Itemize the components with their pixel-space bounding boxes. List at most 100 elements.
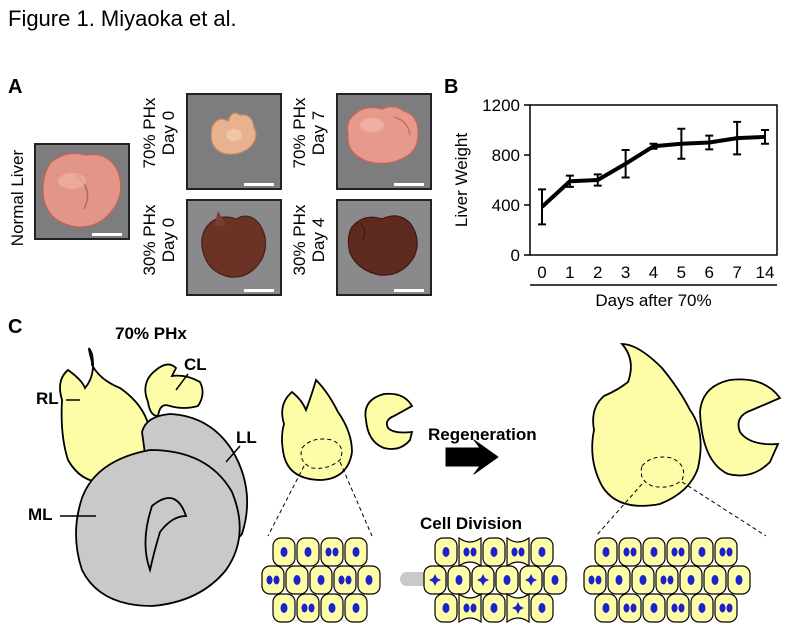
liver-30-day0-image	[201, 211, 267, 278]
liver-70-day0-image	[210, 112, 257, 155]
nucleus	[332, 547, 339, 557]
nucleus	[280, 603, 288, 613]
hepatocyte-cell	[618, 593, 642, 623]
nucleus	[595, 575, 602, 585]
nucleus	[602, 547, 610, 557]
nucleus	[678, 603, 685, 613]
x-tick-label: 2	[593, 263, 602, 282]
nucleus	[463, 603, 470, 613]
scale-bar	[394, 183, 424, 186]
hepatocyte-grid-dividing	[423, 536, 567, 624]
hepatocyte-cell	[543, 565, 567, 595]
hepatocyte-cell	[690, 593, 714, 623]
nucleus	[650, 547, 658, 557]
hepatocyte-cell	[655, 565, 679, 595]
nucleus	[667, 575, 674, 585]
hepatocyte-cell	[320, 537, 344, 567]
nucleus	[678, 547, 685, 557]
hepatocyte-cell	[530, 593, 554, 623]
nucleus	[301, 603, 308, 613]
label-ll: LL	[236, 428, 257, 447]
nucleus	[726, 547, 733, 557]
nucleus	[711, 575, 719, 585]
hepatocyte-cell	[272, 537, 296, 567]
nucleus	[719, 603, 726, 613]
liver-30-day4-image	[347, 215, 418, 276]
whole-liver	[59, 347, 249, 607]
series-line	[540, 134, 766, 209]
nucleus	[470, 603, 477, 613]
hepatocyte-cell	[583, 565, 607, 595]
nucleus	[365, 575, 373, 585]
normal-liver-label: Normal Liver	[8, 149, 27, 247]
scale-bar	[92, 233, 122, 236]
hepatocyte-grid-before	[261, 537, 381, 623]
hepatocyte-cell	[357, 565, 381, 595]
nucleus	[266, 575, 273, 585]
hepatocyte-cell	[423, 565, 447, 595]
hepatocyte-cell	[666, 537, 690, 567]
nucleus	[615, 575, 623, 585]
hepatocyte-cell	[642, 537, 666, 567]
nucleus	[317, 575, 325, 585]
figure-caption: Figure 1. Miyaoka et al.	[8, 6, 237, 31]
nucleus	[630, 547, 637, 557]
hepatocyte-cell	[434, 593, 458, 623]
nucleus	[650, 603, 658, 613]
nucleus	[511, 547, 518, 557]
nucleus	[490, 603, 498, 613]
nucleus	[726, 603, 733, 613]
hepatocyte-grid-after	[583, 537, 751, 623]
remnant-liver	[267, 378, 414, 537]
hepatocyte-cell	[320, 593, 344, 623]
y-tick-label: 1200	[482, 96, 520, 115]
hepatocyte-cell	[594, 593, 618, 623]
mitotic-nucleus	[477, 574, 489, 586]
x-tick-label: 5	[677, 263, 686, 282]
hepatocyte-cell	[714, 537, 738, 567]
nucleus	[308, 603, 315, 613]
plot-frame	[529, 104, 778, 256]
y-axis-label: Liver Weight	[452, 133, 471, 227]
nucleus	[442, 547, 450, 557]
nucleus	[273, 575, 280, 585]
hepatocyte-cell	[714, 593, 738, 623]
nucleus	[698, 547, 706, 557]
x-tick-label: 4	[649, 263, 658, 282]
x-tick-label: 14	[756, 263, 775, 282]
mitotic-nucleus	[429, 574, 441, 586]
nucleus	[280, 547, 288, 557]
nucleus	[490, 547, 498, 557]
photo-70-day7	[336, 93, 432, 190]
x-tick-label: 1	[565, 263, 574, 282]
caudate-lobe	[144, 363, 204, 417]
photo-30-day4	[336, 199, 432, 296]
liver-70-day7-image	[346, 105, 419, 165]
nucleus	[719, 547, 726, 557]
nucleus	[551, 575, 559, 585]
pointer-ll	[225, 445, 241, 463]
nucleus	[293, 575, 301, 585]
panel-a-letter: A	[8, 76, 23, 98]
hepatocyte-cell	[447, 565, 471, 595]
regeneration-label: Regeneration	[428, 425, 537, 444]
hepatocyte-cell	[344, 537, 368, 567]
label-cl: CL	[184, 355, 207, 374]
hepatocyte-cell	[495, 565, 519, 595]
label-rl: RL	[36, 389, 59, 408]
nucleus	[687, 575, 695, 585]
hepatocyte-cell	[261, 565, 285, 595]
nucleus	[304, 547, 312, 557]
nucleus	[630, 603, 637, 613]
normal-liver-image	[42, 152, 122, 228]
x-axis-label: Days after 70%	[595, 291, 711, 310]
pointer-cl	[175, 373, 189, 391]
nucleus	[503, 575, 511, 585]
scale-bar	[394, 289, 424, 292]
scale-bar	[244, 183, 274, 186]
